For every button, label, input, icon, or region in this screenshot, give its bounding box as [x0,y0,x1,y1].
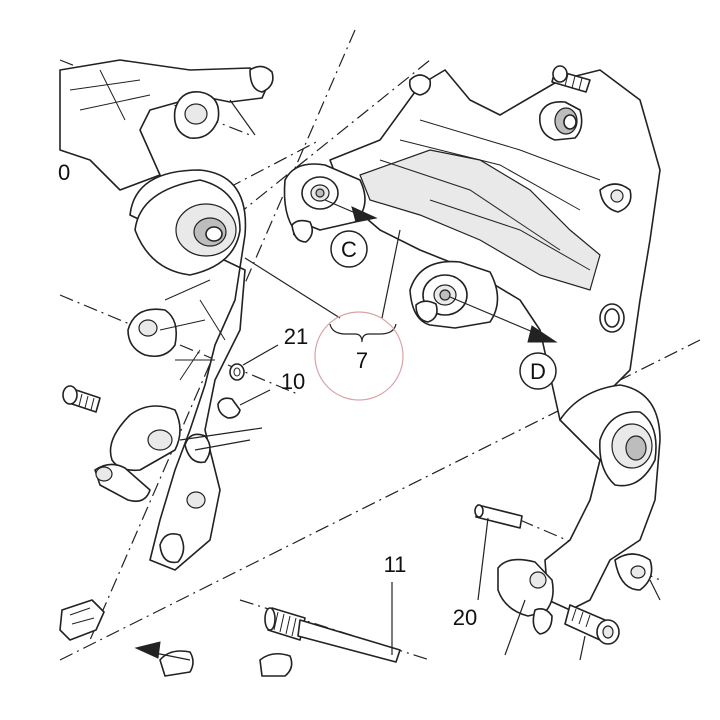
brace-icon [329,323,397,343]
frame-center [329,65,661,421]
right-bracket-assembly [474,384,661,645]
callout-21: 21 [284,324,308,349]
callout-20: 20 [453,605,477,630]
leader-lines [179,99,661,661]
highlight-circle [314,311,404,401]
callout-7: 7 [356,348,368,373]
nut-10 [217,397,241,419]
view-d-circle [519,352,557,390]
mount-c [283,163,366,243]
view-letter-c: C [341,237,357,262]
view-c-circle [330,230,368,268]
small-parts [217,363,245,419]
callout-edge-left: 0 [58,160,70,185]
washer-21 [229,363,245,381]
mount-d [409,260,499,329]
rod-11 [264,607,401,663]
callout-11: 11 [384,552,407,577]
axis-line [204,139,321,201]
left-bracket-assembly [59,59,293,677]
callout-10: 10 [281,369,305,394]
arrow-right-icon [449,296,558,343]
axis-line [59,339,701,661]
axis-line [59,294,301,396]
view-letter-d: D [530,359,546,384]
arrow-left-icon [134,641,191,661]
arrow-right-icon [324,199,378,223]
